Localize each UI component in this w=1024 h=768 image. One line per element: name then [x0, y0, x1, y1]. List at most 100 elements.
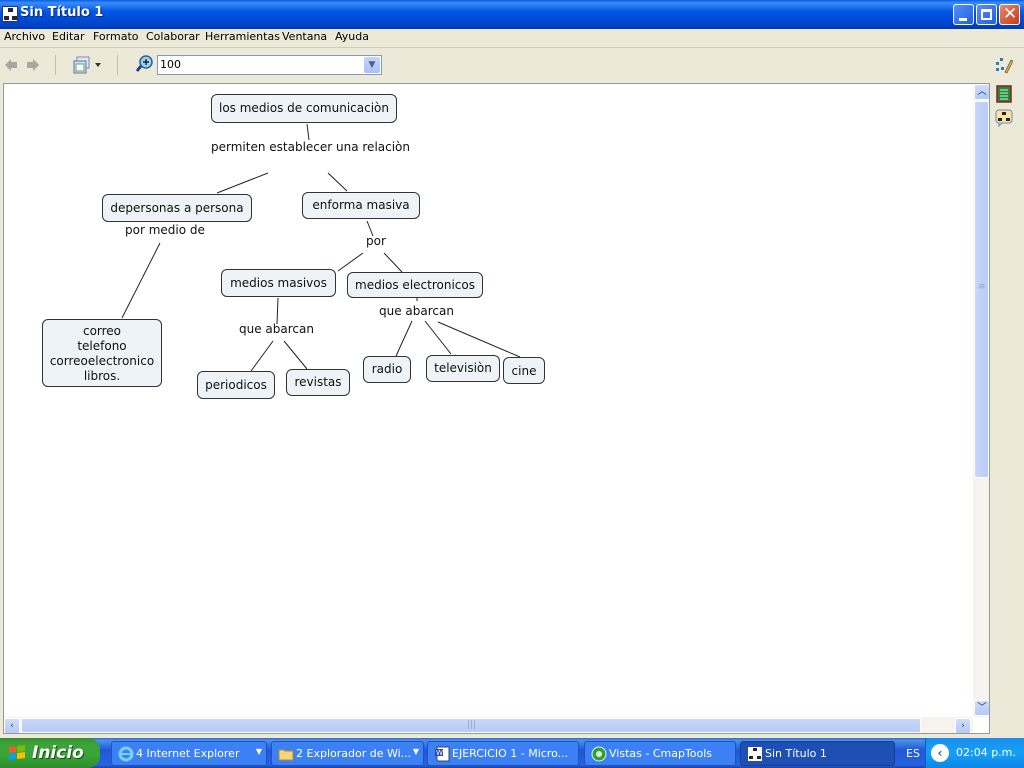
cmap-collab-icon	[995, 109, 1013, 128]
scroll-up-button[interactable]: ︿	[974, 84, 989, 100]
concept-node-periodicos[interactable]: periodicos	[197, 371, 275, 399]
views-window-icon	[73, 56, 101, 74]
taskbar-item-internet-explorer[interactable]: 4 Internet Explorer ▼	[111, 741, 267, 766]
menu-colaborar[interactable]: Colaborar	[146, 30, 200, 43]
taskbar-item-explorador[interactable]: 2 Explorador de Wi... ▼	[271, 741, 424, 766]
vertical-scroll-thumb[interactable]: ≡	[974, 101, 989, 478]
menu-ayuda[interactable]: Ayuda	[335, 30, 369, 43]
zoom-magnifier-icon	[135, 55, 153, 72]
minimize-icon	[959, 18, 967, 21]
close-icon: ✕	[1003, 4, 1018, 24]
taskbar-item-vistas-cmaptools[interactable]: Vistas - CmapTools	[584, 741, 736, 766]
concept-label: revistas	[294, 375, 342, 389]
language-indicator[interactable]: ES	[906, 747, 920, 760]
linking-phrase-por[interactable]: por	[366, 234, 386, 248]
concept-node-television[interactable]: televisiòn	[426, 355, 500, 382]
menu-herramientas[interactable]: Herramientas	[205, 30, 280, 43]
task-label: Vistas - CmapTools	[609, 747, 713, 760]
menu-archivo[interactable]: Archivo	[4, 30, 46, 43]
scroll-down-button[interactable]: ﹀	[974, 700, 989, 716]
linking-phrase-por-medio-de[interactable]: por medio de	[125, 223, 205, 237]
horizontal-scroll-thumb[interactable]: |||	[21, 718, 921, 733]
toolbar-separator	[55, 55, 56, 75]
vertical-scrollbar[interactable]: ︿ ≡ ﹀	[973, 84, 989, 717]
arrow-left-icon	[5, 59, 17, 71]
menu-formato[interactable]: Formato	[93, 30, 139, 43]
concept-label: cine	[511, 364, 537, 378]
styles-palette-button[interactable]	[995, 56, 1014, 74]
concept-label: medios masivos	[230, 276, 327, 290]
concept-label: radio	[371, 362, 403, 376]
concept-node-depersonas[interactable]: depersonas a persona	[102, 194, 252, 222]
concept-label-line: correoelectronico	[49, 354, 155, 368]
word-doc-icon: W	[435, 746, 450, 762]
concept-label: enforma masiva	[312, 198, 410, 212]
forward-button[interactable]	[26, 57, 40, 71]
taskbar-item-sin-titulo[interactable]: Sin Título 1	[740, 741, 895, 766]
task-label: Sin Título 1	[765, 747, 827, 760]
concept-label-line: libros.	[83, 369, 121, 383]
task-label: EJERCICIO 1 - Micro...	[452, 747, 569, 760]
system-tray: ‹ 02:04 p.m.	[925, 738, 1024, 768]
concept-node-cine[interactable]: cine	[503, 357, 545, 384]
styles-palette-icon	[996, 58, 1014, 74]
restore-icon	[981, 9, 992, 20]
concept-node-enforma-masiva[interactable]: enforma masiva	[302, 192, 420, 219]
grip-icon: ≡	[978, 282, 986, 292]
grip-icon: |||	[467, 720, 477, 730]
minimize-button[interactable]	[953, 4, 974, 25]
toolbar: 100 ▼	[0, 49, 1024, 82]
info-list-button[interactable]	[995, 85, 1013, 103]
internet-explorer-icon	[118, 746, 134, 762]
folder-icon	[278, 749, 294, 761]
scroll-right-button[interactable]: ›	[955, 718, 971, 733]
zoom-level-value: 100	[160, 58, 181, 71]
views-dropdown-button[interactable]	[73, 55, 103, 75]
cmap-app-icon	[2, 6, 18, 22]
start-label: Inicio	[32, 743, 84, 763]
horizontal-scrollbar[interactable]: ‹ ||| ›	[4, 717, 973, 733]
concept-node-revistas[interactable]: revistas	[286, 369, 350, 396]
chevron-down-icon: ﹀	[977, 703, 987, 713]
chevron-right-icon: ›	[961, 721, 965, 731]
toolbar-separator	[117, 55, 118, 75]
windows-logo-icon	[9, 745, 25, 760]
concept-node-correo-list[interactable]: correo telefono correoelectronico libros…	[42, 319, 162, 387]
concept-node-radio[interactable]: radio	[363, 356, 411, 383]
menu-bar: Archivo Editar Formato Colaborar Herrami…	[0, 29, 1024, 48]
restore-button[interactable]	[976, 4, 997, 25]
concept-map-canvas[interactable]: los medios de comunicaciòn permiten esta…	[3, 83, 990, 734]
title-bar[interactable]: Sin Título 1 ✕	[0, 0, 1024, 29]
clock[interactable]: 02:04 p.m.	[956, 746, 1016, 759]
scroll-left-button[interactable]: ‹	[4, 718, 20, 733]
concept-node-medios-comunicacion[interactable]: los medios de comunicaciòn	[211, 94, 397, 123]
menu-ventana[interactable]: Ventana	[282, 30, 328, 43]
back-button[interactable]	[4, 57, 18, 71]
chevron-left-icon: ‹	[10, 721, 14, 731]
concept-node-medios-masivos[interactable]: medios masivos	[221, 269, 336, 297]
chevron-up-icon: ︿	[977, 87, 987, 97]
concept-label: televisiòn	[434, 361, 492, 375]
svg-text:W: W	[436, 749, 443, 757]
collaboration-button[interactable]	[995, 109, 1013, 128]
chevron-down-icon[interactable]: ▼	[364, 57, 380, 73]
zoom-level-select[interactable]: 100 ▼	[157, 55, 382, 75]
taskbar-item-ejercicio[interactable]: W EJERCICIO 1 - Micro...	[427, 741, 579, 766]
concept-label-line: telefono	[77, 339, 127, 353]
cmaptools-icon	[591, 746, 607, 762]
connection-lines	[121, 123, 521, 372]
group-arrow-icon: ▼	[412, 747, 419, 756]
concept-label: los medios de comunicaciòn	[219, 101, 389, 115]
zoom-button[interactable]	[135, 54, 155, 74]
close-button[interactable]: ✕	[999, 4, 1020, 25]
cmap-document-icon	[748, 747, 762, 761]
linking-phrase-permiten[interactable]: permiten establecer una relaciòn	[211, 140, 411, 154]
show-hidden-icons-button[interactable]: ‹	[931, 744, 949, 762]
info-list-icon	[996, 85, 1012, 103]
menu-editar[interactable]: Editar	[52, 30, 85, 43]
linking-phrase-que-abarcan-masivos[interactable]: que abarcan	[239, 322, 314, 336]
linking-phrase-que-abarcan-electronicos[interactable]: que abarcan	[379, 304, 454, 318]
start-button[interactable]: Inicio	[0, 738, 100, 768]
concept-node-medios-electronicos[interactable]: medios electronicos	[347, 272, 483, 298]
